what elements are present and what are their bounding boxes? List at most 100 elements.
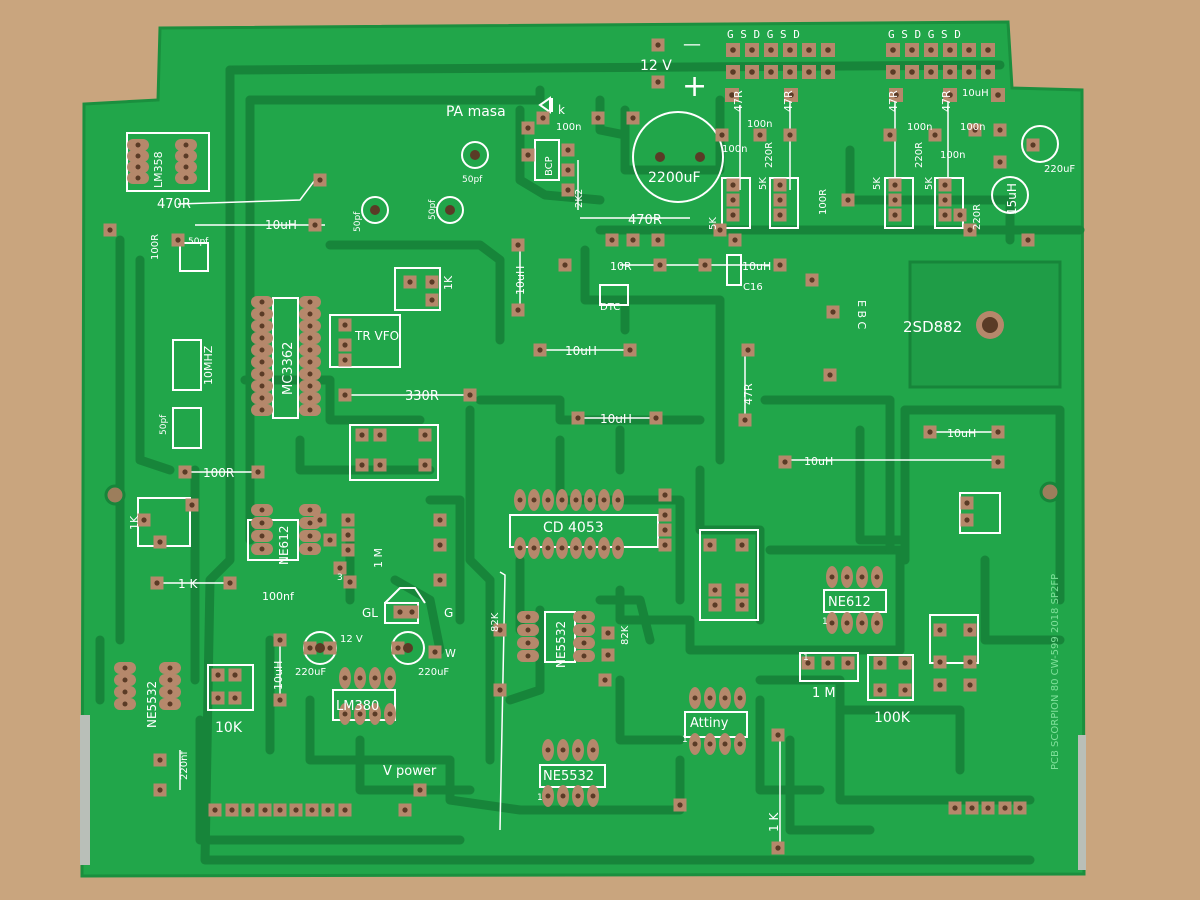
pad-hole <box>525 640 531 646</box>
label-ne5532-left: NE5532 <box>145 681 159 728</box>
pad-hole <box>135 153 141 159</box>
pad-hole <box>655 42 661 48</box>
pad-hole <box>437 517 443 523</box>
pad-hole <box>877 660 883 666</box>
pad-hole <box>259 533 265 539</box>
pad-hole <box>259 507 265 513</box>
pad-hole <box>995 92 1001 98</box>
label-ne612-left: NE612 <box>277 526 291 565</box>
capacitor-lead <box>315 643 325 653</box>
pad-hole <box>167 689 173 695</box>
pad-hole <box>342 322 348 328</box>
label-1m-left: 1 M <box>372 548 385 568</box>
pad-hole <box>429 279 435 285</box>
pad-hole <box>615 545 621 551</box>
pad-hole <box>467 392 473 398</box>
pad-hole <box>722 741 728 747</box>
pad-hole <box>615 497 621 503</box>
pad-hole <box>183 142 189 148</box>
label-5k-a: 5K <box>758 177 769 190</box>
pad-hole <box>135 175 141 181</box>
label-220uf-b: 220uF <box>418 667 449 678</box>
label-ne612-right: NE612 <box>828 595 871 610</box>
pad-hole <box>307 383 313 389</box>
pad-hole <box>692 741 698 747</box>
label-2k2: 2K2 <box>574 189 585 208</box>
pad-hole <box>317 517 323 523</box>
pad-hole <box>844 574 850 580</box>
pad-hole <box>573 545 579 551</box>
label-plus: + <box>682 69 707 104</box>
pad-hole <box>545 497 551 503</box>
pad-hole <box>662 527 668 533</box>
pad-hole <box>309 807 315 813</box>
pad-hole <box>357 675 363 681</box>
label-220r-b: 220R <box>914 142 925 168</box>
label-47r-e: 47R <box>742 383 755 405</box>
pad-hole <box>402 807 408 813</box>
pad-hole <box>952 805 958 811</box>
pad-hole <box>525 614 531 620</box>
pad-hole <box>259 359 265 365</box>
pad-hole <box>782 459 788 465</box>
pad-hole <box>928 69 934 75</box>
pad-hole <box>768 47 774 53</box>
pad-hole <box>892 197 898 203</box>
pad-hole <box>537 347 543 353</box>
pad-hole <box>342 711 348 717</box>
pad-hole <box>307 533 313 539</box>
pad-hole <box>327 537 333 543</box>
pad-hole <box>525 152 531 158</box>
label-10k: 10K <box>215 720 243 736</box>
capacitor-lead <box>403 643 413 653</box>
pad-hole <box>964 500 970 506</box>
pad-hole <box>215 672 221 678</box>
pad-hole <box>122 689 128 695</box>
label-100nf: 100nf <box>262 590 295 603</box>
pad-hole <box>395 645 401 651</box>
pad-hole <box>655 237 661 243</box>
pad-hole <box>749 47 755 53</box>
pad-hole <box>892 182 898 188</box>
pad-hole <box>825 47 831 53</box>
pad-hole <box>942 182 948 188</box>
pad-hole <box>183 175 189 181</box>
label-5k-b: 5K <box>708 217 719 230</box>
pad-hole <box>189 502 195 508</box>
pad-hole <box>909 69 915 75</box>
capacitor-lead <box>655 152 665 162</box>
pad-hole <box>575 747 581 753</box>
pad-hole <box>657 262 663 268</box>
pad-hole <box>627 347 633 353</box>
pad-hole <box>227 580 233 586</box>
label-100r-left: 100R <box>150 234 161 260</box>
label-gl: GL <box>362 606 378 620</box>
label-220uf-a: 220uF <box>295 667 326 678</box>
pad-hole <box>749 69 755 75</box>
pad-hole <box>947 69 953 75</box>
pad-hole <box>662 492 668 498</box>
pad-hole <box>337 565 343 571</box>
pad-hole <box>565 147 571 153</box>
pad-hole <box>135 164 141 170</box>
label-v-power: V power <box>383 764 437 779</box>
pad-hole <box>581 640 587 646</box>
pad-hole <box>575 793 581 799</box>
pad-hole <box>157 539 163 545</box>
pad-hole <box>515 307 521 313</box>
label-10uh-d: 10uH <box>947 427 976 440</box>
label-100n-a: 100n <box>747 119 772 130</box>
pad-hole <box>806 69 812 75</box>
pad-hole <box>175 237 181 243</box>
label-cd4053: CD 4053 <box>543 520 604 536</box>
edge-tab-right <box>1078 735 1086 870</box>
pad-hole <box>737 695 743 701</box>
pad-hole <box>806 47 812 53</box>
pad-hole <box>739 602 745 608</box>
label-board-vertical-text: PCB SCORPION 80 CW-599 2018 SP2FP <box>1050 574 1061 770</box>
pad-hole <box>359 432 365 438</box>
pad-hole <box>829 574 835 580</box>
pad-hole <box>277 637 283 643</box>
pad-hole <box>525 125 531 131</box>
pad-hole <box>775 845 781 851</box>
